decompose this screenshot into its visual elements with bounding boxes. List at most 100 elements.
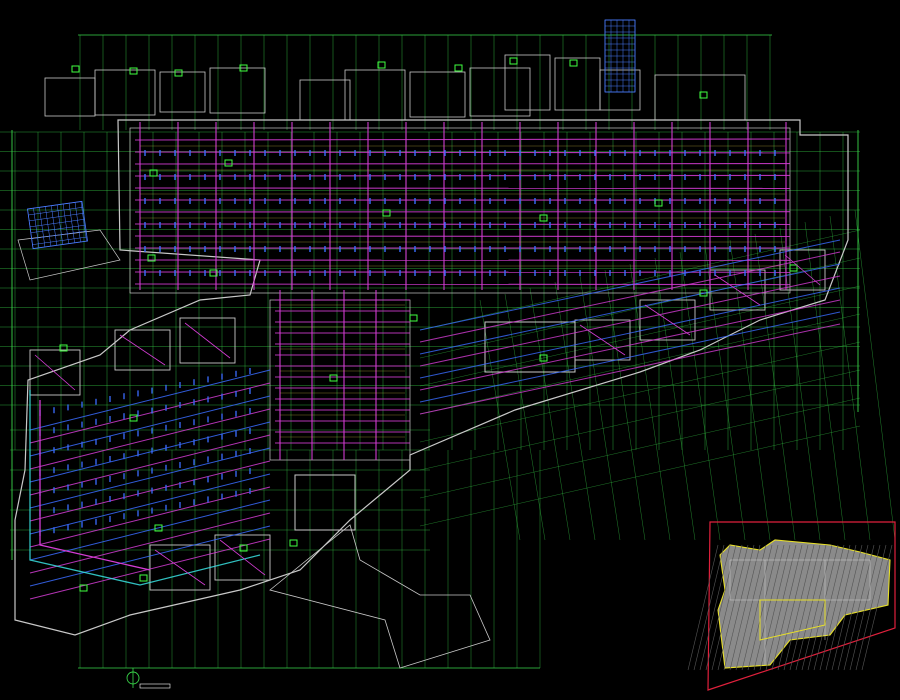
exhaust-fan-marker	[239, 544, 248, 552]
exhaust-fan-marker	[569, 59, 578, 67]
duct-run	[134, 174, 791, 177]
key-plan-hatch	[723, 544, 755, 671]
title-underline	[139, 683, 171, 689]
hatch-line	[27, 208, 34, 249]
grid-line	[529, 287, 571, 541]
equipment-room	[599, 69, 641, 111]
hatch-line	[62, 203, 69, 244]
grid-line	[629, 263, 671, 541]
duct-run	[29, 434, 271, 496]
exhaust-fan-marker	[329, 374, 338, 382]
duct-run	[419, 251, 841, 343]
duct-run	[419, 323, 841, 415]
stair-core	[29, 349, 81, 396]
duct-run	[579, 324, 626, 356]
key-plan-hatch	[795, 544, 827, 671]
exhaust-fan-marker	[699, 289, 708, 297]
duct-run	[419, 287, 841, 379]
duct-run	[29, 512, 271, 574]
equipment-room	[299, 79, 351, 121]
parking-zone	[129, 127, 791, 294]
equipment-room	[44, 77, 96, 117]
design-notes	[540, 548, 710, 558]
exhaust-fan-marker	[139, 574, 148, 582]
hatch-line	[31, 230, 87, 239]
exhaust-fan-marker	[154, 524, 163, 532]
duct-run	[29, 382, 271, 444]
equipment-room	[209, 67, 266, 114]
duct-run	[29, 408, 271, 470]
key-plan-hatch	[849, 544, 881, 671]
key-plan-group	[687, 521, 896, 691]
stair-core	[779, 249, 826, 291]
equipment-room	[504, 54, 551, 111]
grid-line	[654, 257, 696, 541]
key-plan-hatch	[801, 544, 833, 671]
grid-line	[419, 229, 861, 331]
hatch-line	[56, 204, 64, 245]
hatch-line	[33, 208, 40, 248]
exhaust-fan-marker	[149, 169, 158, 177]
exhaust-fan-marker	[289, 539, 298, 547]
key-plan-hatch	[753, 544, 785, 671]
key-plan-area	[717, 539, 891, 669]
key-plan-hatch	[813, 544, 845, 671]
exhaust-fan-marker	[129, 67, 138, 75]
key-plan-hatch	[843, 544, 875, 671]
duct-run	[29, 499, 271, 561]
duct-run	[134, 283, 791, 286]
hatch-line	[74, 202, 81, 242]
exhaust-fan-marker	[699, 91, 708, 99]
key-plan-hatch	[735, 544, 767, 671]
duct-run	[119, 334, 166, 366]
duct-run	[29, 421, 271, 483]
grid-line	[419, 341, 861, 443]
grid-line	[554, 281, 596, 541]
exhaust-fan-marker	[59, 344, 68, 352]
equipment-room	[409, 71, 466, 118]
hatch-line	[30, 224, 86, 234]
exhaust-fan-marker	[377, 61, 386, 69]
exhaust-fan-marker	[789, 264, 798, 272]
duct-run	[419, 239, 841, 331]
exhaust-fan-marker	[79, 584, 88, 592]
duct-run	[39, 400, 151, 571]
exhaust-fan-marker	[539, 354, 548, 362]
exhaust-fan-marker	[239, 64, 248, 72]
exhaust-fan-marker	[147, 254, 156, 262]
ramp-room	[294, 474, 356, 531]
exhaust-fan-marker	[654, 199, 663, 207]
hatch-line	[39, 207, 46, 247]
grid-line	[419, 397, 861, 499]
key-plan-hatch	[855, 544, 887, 671]
duct-run	[29, 486, 271, 548]
key-plan-zone	[729, 559, 871, 601]
ramp-outline	[17, 229, 121, 281]
duct-run	[419, 299, 841, 391]
duct-run	[184, 322, 231, 359]
duct-run	[134, 223, 791, 226]
hatch-line	[27, 201, 82, 210]
key-plan-hatch	[711, 544, 743, 671]
hatch-line	[45, 206, 52, 247]
key-plan-hatch	[807, 544, 839, 671]
grid-line	[729, 239, 771, 541]
exhaust-fan-marker	[539, 214, 548, 222]
grid-line	[479, 299, 521, 541]
hatch-line	[28, 207, 83, 216]
duct-run	[29, 538, 271, 600]
grid-line	[704, 245, 746, 541]
duct-run	[134, 151, 791, 154]
exhaust-fan-marker	[224, 159, 233, 167]
duct-run	[134, 138, 791, 141]
key-plan	[687, 521, 896, 691]
key-plan-hatch	[825, 544, 857, 671]
exhaust-fan-marker	[454, 64, 463, 72]
duct-run	[784, 254, 821, 286]
key-plan-hatch	[717, 544, 749, 671]
key-plan-hatch	[705, 544, 737, 671]
exhaust-fan-marker	[174, 69, 183, 77]
hatch-line	[32, 236, 87, 245]
key-plan-hatch	[777, 544, 809, 671]
